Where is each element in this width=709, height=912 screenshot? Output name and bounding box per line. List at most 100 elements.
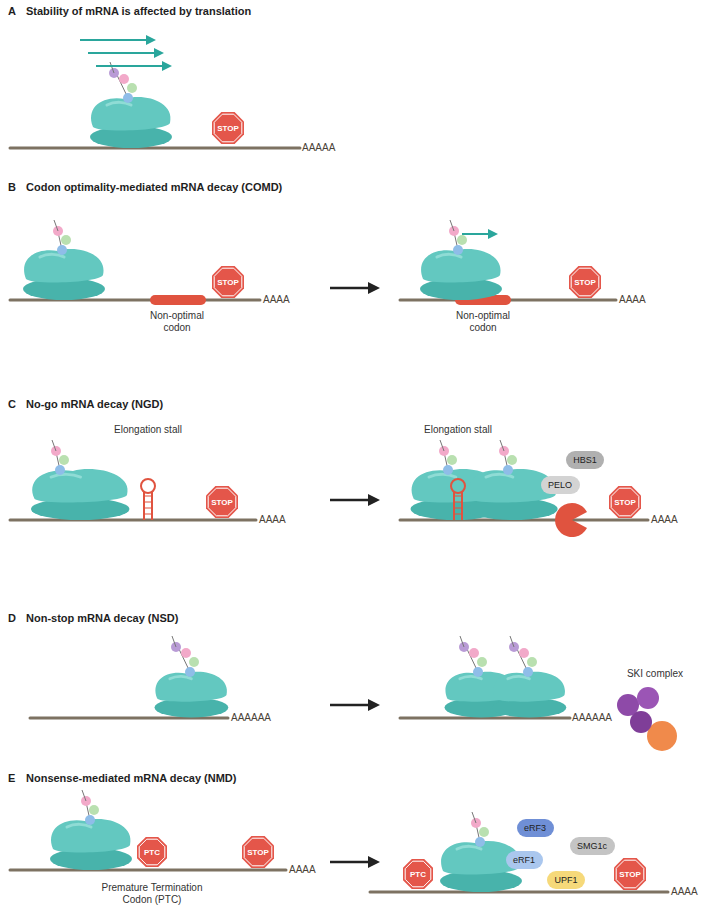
ptc-sign: PTC: [137, 837, 167, 867]
illustration: [31, 469, 129, 520]
annotation: Premature Termination Codon (PTC): [97, 882, 207, 906]
panel-title: No-go mRNA decay (NGD): [26, 398, 163, 411]
illustration: [471, 812, 489, 847]
node-text: SMG1c: [577, 841, 607, 851]
protein-oval: HBS1: [566, 451, 604, 469]
poly-a-tail: AAAA: [651, 514, 678, 526]
node-text: STOP: [217, 124, 239, 133]
octagon-outline: [214, 268, 242, 296]
panel-letter: D: [8, 612, 16, 625]
illustration: [330, 494, 380, 506]
annotation: Non-optimal codon: [443, 310, 523, 334]
mrna-strand: [10, 869, 286, 872]
octagon-outline: [244, 838, 272, 866]
illustration: [330, 856, 380, 868]
illustration: [439, 440, 457, 475]
stop-sign: STOP: [212, 266, 244, 298]
illustration: [330, 699, 380, 711]
octagon-outline: [571, 268, 599, 296]
stop-sign: STOP: [614, 858, 646, 890]
illustration: [81, 790, 99, 825]
protein-oval: eRF1: [506, 851, 543, 869]
ski-complex: [637, 687, 659, 709]
illustration: [53, 220, 71, 255]
node-text: STOP: [574, 278, 596, 287]
node-text: STOP: [614, 498, 636, 507]
illustration: [23, 249, 105, 300]
translation-arrow: [162, 61, 172, 71]
poly-a-tail: AAAA: [289, 864, 316, 876]
translation-arrow: [154, 48, 164, 58]
illustration: [51, 440, 69, 475]
illustration: [499, 440, 517, 475]
octagon-outline: [403, 859, 433, 889]
annotation: Non-optimal codon: [137, 310, 217, 334]
poly-a-tail: AAAA: [259, 514, 286, 526]
translation-arrow: [462, 233, 488, 235]
poly-a-tail: AAAAA: [302, 142, 335, 154]
octagon-outline: [242, 836, 274, 868]
illustration: [109, 62, 137, 103]
illustration: [420, 249, 502, 300]
illustration: [493, 672, 567, 718]
octagon-outline: [614, 858, 646, 890]
panel-letter: E: [8, 772, 15, 785]
translation-arrow: [488, 229, 498, 239]
node-text: eRF3: [524, 823, 546, 833]
annotation: Elongation stall: [113, 424, 183, 436]
ski-complex: [617, 687, 677, 751]
illustration: [449, 220, 467, 255]
illustration: [509, 636, 537, 677]
ptc-sign: PTC: [403, 859, 433, 889]
translation-arrow: [88, 52, 154, 54]
octagon-outline: [611, 488, 639, 516]
node-text: HBS1: [573, 455, 597, 465]
panel-letter: B: [8, 181, 16, 194]
octagon-outline: [139, 839, 165, 865]
protein-oval: eRF3: [517, 819, 554, 837]
illustration: [90, 97, 172, 148]
node-text: PTC: [144, 848, 160, 857]
node-text: STOP: [211, 498, 233, 507]
translation-arrow: [146, 35, 156, 45]
panel-letter: C: [8, 398, 16, 411]
node-text: eRF1: [513, 855, 535, 865]
protein-oval: PELO: [541, 476, 580, 494]
translation-arrow: [80, 35, 498, 239]
mrna-strand: [10, 519, 256, 522]
octagon-outline: [212, 112, 244, 144]
mrna-strand: [370, 891, 668, 894]
octagon-outline: [137, 837, 167, 867]
mrna-strand: [10, 147, 300, 150]
octagon-outline: [214, 114, 242, 142]
endonuclease: [555, 503, 587, 537]
annotation: SKI complex: [610, 668, 700, 680]
illustration: [171, 636, 199, 677]
poly-a-tail: AAAAAA: [231, 712, 271, 724]
panel-title: Stability of mRNA is affected by transla…: [26, 5, 251, 18]
octagon-outline: [616, 860, 644, 888]
annotation: Elongation stall: [423, 424, 493, 436]
node-text: PELO: [548, 480, 572, 490]
illustration: [330, 282, 380, 294]
panel-title: Non-stop mRNA decay (NSD): [26, 612, 178, 625]
illustration: [451, 479, 465, 520]
node-text: UPF1: [554, 875, 577, 885]
mrna-strand: [10, 148, 668, 892]
translation-arrow: [80, 39, 146, 41]
stop-sign: STOP: [569, 266, 601, 298]
node-text: STOP: [217, 278, 239, 287]
illustration: [50, 819, 132, 870]
illustration: [459, 636, 487, 677]
node-text: STOP: [619, 870, 641, 879]
poly-a-tail: AAAA: [619, 294, 646, 306]
translation-arrow: [96, 65, 162, 67]
octagon-outline: [206, 486, 238, 518]
panel-title: Codon optimality-mediated mRNA decay (CO…: [26, 181, 282, 194]
poly-a-tail: AAAAAA: [572, 712, 612, 724]
octagon-outline: [609, 486, 641, 518]
ski-complex: [647, 721, 677, 751]
octagon-outline: [208, 488, 236, 516]
